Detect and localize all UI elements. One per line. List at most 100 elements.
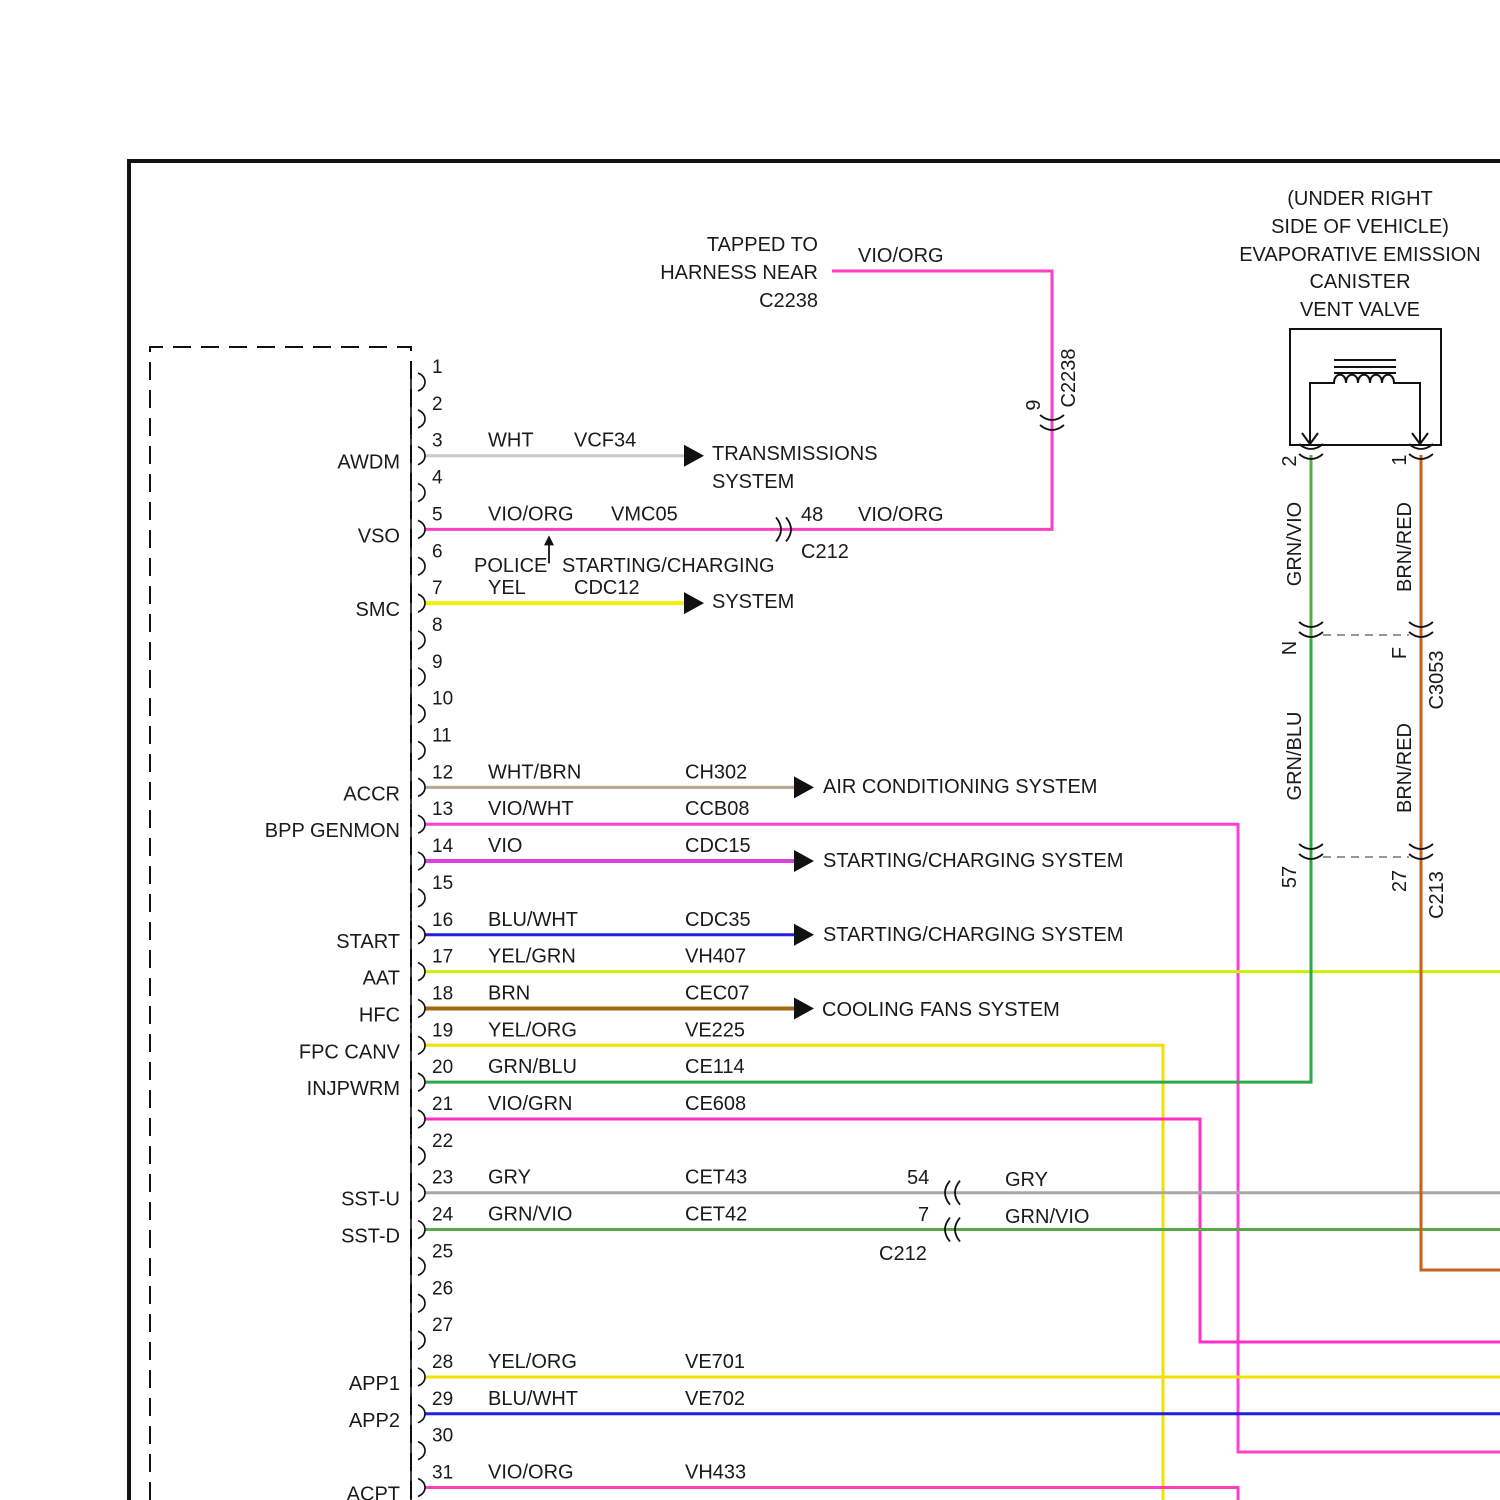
pin-number: 3 bbox=[432, 431, 443, 452]
pin-contact-icon bbox=[418, 1147, 425, 1165]
wire-color-label: VIO/ORG bbox=[488, 503, 574, 525]
pin-signal-label: HFC bbox=[359, 1004, 400, 1026]
connector-pin-label: 9 bbox=[1023, 399, 1045, 410]
pin-number: 28 bbox=[432, 1352, 453, 1373]
pin-contact-icon bbox=[418, 373, 425, 391]
pin-contact-icon bbox=[418, 594, 425, 612]
pin-contact-icon bbox=[418, 1221, 425, 1239]
wire-color-label: GRN/BLU bbox=[488, 1056, 577, 1078]
pin-number: 20 bbox=[432, 1057, 453, 1078]
pin-contact-icon bbox=[418, 631, 425, 649]
connector-name-label: C212 bbox=[801, 541, 849, 563]
circuit-id-label: VCF34 bbox=[574, 430, 636, 452]
pin-signal-label: VSO bbox=[358, 525, 400, 547]
arrow-right-icon bbox=[684, 445, 704, 467]
pin-number: 16 bbox=[432, 910, 453, 931]
component-title: EVAPORATIVE EMISSION bbox=[1239, 244, 1481, 266]
pin-signal-label: SMC bbox=[356, 599, 400, 621]
wire-color-label: GRN/VIO bbox=[1284, 502, 1306, 586]
wires-layer bbox=[425, 271, 1500, 1500]
arrow-right-icon bbox=[794, 924, 814, 946]
circuit-id-label: VE701 bbox=[685, 1351, 745, 1373]
pin-signal-label: INJPWRM bbox=[307, 1078, 400, 1100]
destination-label: TRANSMISSIONS bbox=[712, 443, 878, 465]
pin-signal-label: APP1 bbox=[349, 1373, 400, 1395]
pin-number: 12 bbox=[432, 762, 453, 783]
wire-color-label: YEL bbox=[488, 577, 526, 599]
wire-color-label: BRN bbox=[488, 982, 530, 1004]
pcm-module-outline bbox=[150, 347, 411, 1500]
pin-signal-label: APP2 bbox=[349, 1410, 400, 1432]
wire-color-label: BLU/WHT bbox=[488, 909, 578, 931]
component-title: SIDE OF VEHICLE) bbox=[1271, 216, 1449, 238]
connector-pin-label: 27 bbox=[1389, 870, 1411, 892]
wire-color-label: VIO bbox=[488, 835, 522, 857]
arrow-right-icon bbox=[794, 850, 814, 872]
pin-number: 11 bbox=[432, 726, 452, 747]
connector-name-label: C213 bbox=[1426, 871, 1448, 919]
component-pin-label: 1 bbox=[1389, 454, 1411, 465]
pin-contact-icon bbox=[418, 668, 425, 686]
pin-number: 30 bbox=[432, 1426, 453, 1447]
pin-number: 2 bbox=[432, 394, 443, 415]
pin-number: 25 bbox=[432, 1241, 453, 1262]
pin-number: 26 bbox=[432, 1278, 453, 1299]
circuit-id-label: CEC07 bbox=[685, 982, 749, 1004]
connector-pin-label: 48 bbox=[801, 504, 823, 526]
pin-contact-icon bbox=[418, 1073, 425, 1091]
wire-color-label: YEL/GRN bbox=[488, 946, 576, 968]
pin-signal-label: FPC CANV bbox=[299, 1041, 401, 1063]
pin-contact-icon bbox=[418, 815, 425, 833]
pin-number: 23 bbox=[432, 1168, 453, 1189]
connector-pin-label: F bbox=[1389, 647, 1411, 659]
connector-pin-label: N bbox=[1279, 641, 1301, 655]
arrow-right-icon bbox=[794, 776, 814, 798]
wire-color-label: BLU/WHT bbox=[488, 1388, 578, 1410]
pin-number: 15 bbox=[432, 873, 453, 894]
wire-color-label: GRY bbox=[488, 1167, 531, 1189]
wire-pin-13 bbox=[425, 824, 1500, 1452]
vent-valve-box bbox=[1290, 329, 1441, 445]
circuit-id-label: CET43 bbox=[685, 1167, 747, 1189]
wire-color-label: VIO/GRN bbox=[488, 1093, 572, 1115]
wire-color-label: GRY bbox=[1005, 1169, 1048, 1191]
circuit-id-label: CCB08 bbox=[685, 798, 749, 820]
pin-contact-icon bbox=[418, 999, 425, 1017]
pin-signal-label: SST-D bbox=[341, 1226, 400, 1248]
pin-number: 31 bbox=[432, 1463, 453, 1484]
circuit-id-label: VH433 bbox=[685, 1462, 746, 1484]
destination-label: STARTING/CHARGING SYSTEM bbox=[823, 850, 1123, 872]
pin-signal-label: AAT bbox=[363, 968, 400, 990]
wire-color-label: GRN/BLU bbox=[1284, 712, 1306, 801]
pin-contact-icon bbox=[418, 889, 425, 907]
destination-label: STARTING/CHARGING SYSTEM bbox=[823, 924, 1123, 946]
arrow-right-icon bbox=[684, 592, 704, 614]
pin-signal-label: AWDM bbox=[337, 452, 400, 474]
pin-number: 9 bbox=[432, 652, 443, 673]
pin-number: 8 bbox=[432, 615, 443, 636]
component-pin-label: 2 bbox=[1279, 455, 1301, 466]
destination-label: AIR CONDITIONING SYSTEM bbox=[823, 776, 1097, 798]
arrow-right-icon bbox=[794, 997, 814, 1019]
destination-label: SYSTEM bbox=[712, 591, 794, 613]
circuit-id-label: CH302 bbox=[685, 761, 747, 783]
pin-contact-icon bbox=[418, 852, 425, 870]
circuit-id-label: CDC15 bbox=[685, 835, 751, 857]
wire-color-label: WHT bbox=[488, 430, 534, 452]
pin-number: 27 bbox=[432, 1315, 453, 1336]
pin-number: 18 bbox=[432, 983, 453, 1004]
pin-contact-icon bbox=[418, 410, 425, 428]
component-title: VENT VALVE bbox=[1300, 299, 1420, 321]
pin-number: 10 bbox=[432, 689, 453, 710]
pin-contact-icon bbox=[418, 1405, 425, 1423]
pin-contact-icon bbox=[418, 520, 425, 538]
connector-name-label: C212 bbox=[879, 1243, 927, 1265]
connector-pin-label: 57 bbox=[1279, 866, 1301, 888]
pin-signal-label: SST-U bbox=[341, 1189, 400, 1211]
pin-signal-label: ACPT bbox=[347, 1484, 400, 1500]
pin-contact-icon bbox=[418, 705, 425, 723]
circuit-id-label: VH407 bbox=[685, 946, 746, 968]
pin-signal-label: START bbox=[336, 931, 400, 953]
wire-color-label: VIO/WHT bbox=[488, 798, 574, 820]
